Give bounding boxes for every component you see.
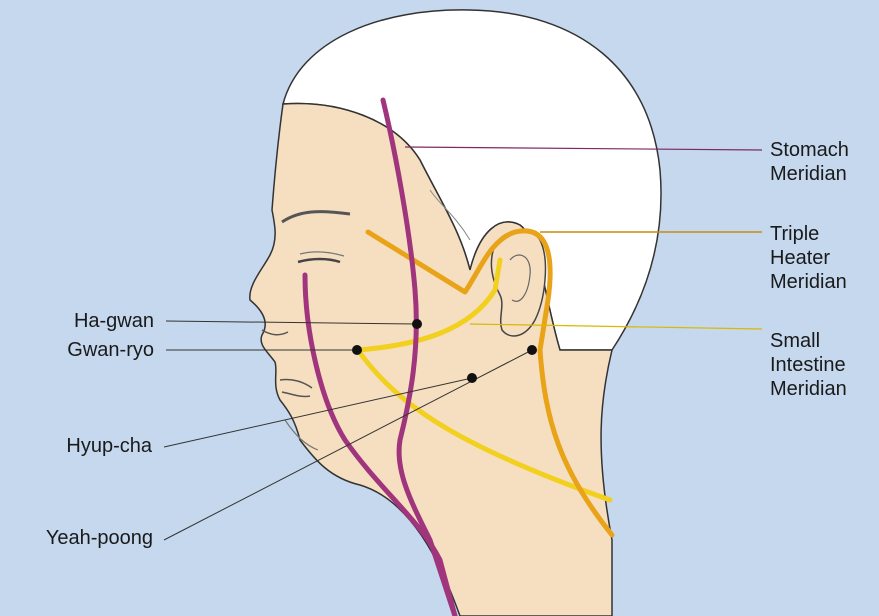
label-triple-line-3: Meridian xyxy=(770,270,847,294)
label-small-line-1: Small xyxy=(770,329,847,353)
label-small-intestine-meridian: Small Intestine Meridian xyxy=(770,329,847,401)
label-stomach-meridian: Stomach Meridian xyxy=(770,138,849,186)
label-small-line-3: Meridian xyxy=(770,377,847,401)
label-small-line-2: Intestine xyxy=(770,353,847,377)
acupoint-ha-gwan xyxy=(412,319,422,329)
label-gwan-ryo: Gwan-ryo xyxy=(30,338,154,362)
label-triple-line-2: Heater xyxy=(770,246,847,270)
label-ha-gwan: Ha-gwan xyxy=(40,309,154,333)
acupoint-yeah-poong xyxy=(527,345,537,355)
acupoint-gwan-ryo xyxy=(352,345,362,355)
label-triple-heater-meridian: Triple Heater Meridian xyxy=(770,222,847,294)
label-hyup-cha: Hyup-cha xyxy=(30,434,152,458)
acupoint-hyup-cha xyxy=(467,373,477,383)
label-triple-line-1: Triple xyxy=(770,222,847,246)
label-stomach-line-1: Stomach xyxy=(770,138,849,162)
label-stomach-line-2: Meridian xyxy=(770,162,849,186)
label-yeah-poong: Yeah-poong xyxy=(0,526,153,550)
